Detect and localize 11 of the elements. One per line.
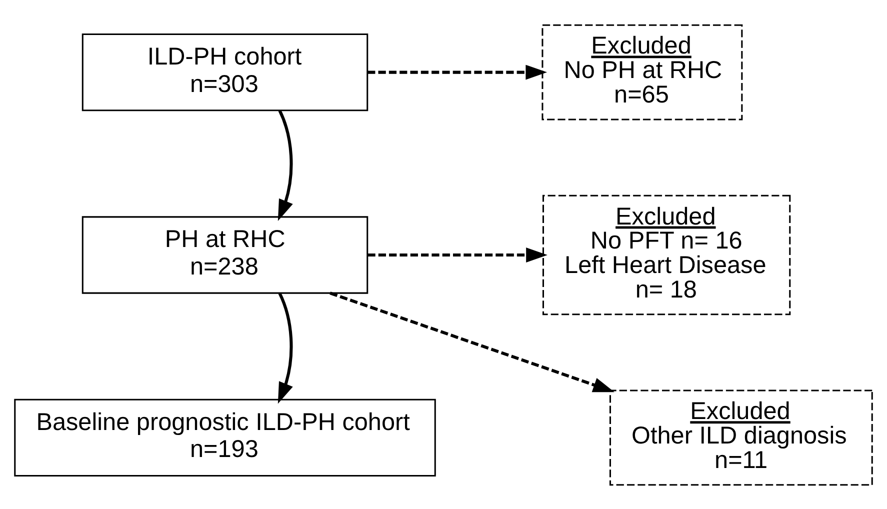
- node-box: Baseline prognostic ILD-PH cohort n=193: [14, 398, 436, 476]
- arrow: [278, 109, 293, 221]
- node-box: Excluded Other ILD diagnosis n=11: [609, 389, 873, 486]
- node-box: Excluded No PFT n= 16 Left Heart Disease n= 18: [542, 194, 791, 315]
- arrow: [278, 292, 293, 404]
- node-box: ILD-PH cohort n=303: [82, 32, 368, 111]
- arrow: [330, 291, 614, 392]
- node-box: PH at RHC n=238: [82, 216, 368, 294]
- arrow: [368, 64, 548, 80]
- node-box: Excluded No PH at RHC n=65: [542, 24, 743, 120]
- arrow: [368, 247, 548, 262]
